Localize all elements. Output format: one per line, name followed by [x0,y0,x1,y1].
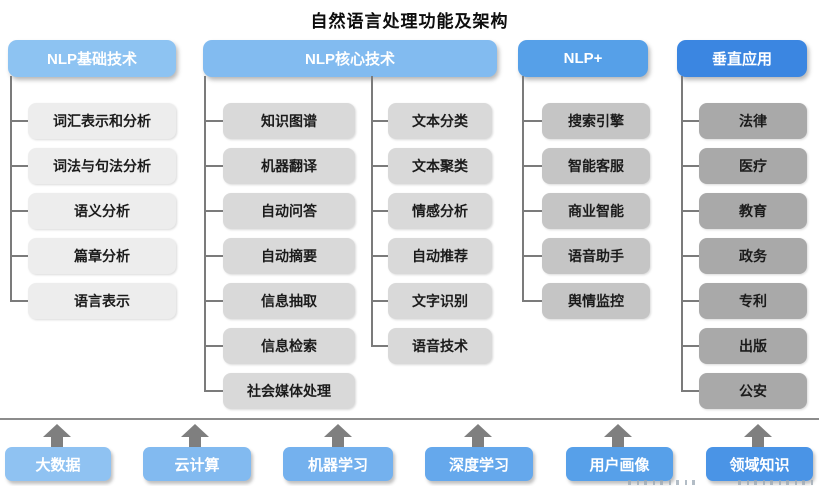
node-social-media-processing: 社会媒体处理 [204,373,355,409]
column-nlp-core-right: 文本分类 文本聚类 情感分析 自动推荐 文字识别 语音技术 [371,103,492,364]
connector-line-col2-left [204,76,206,391]
node-machine-translation: 机器翻译 [204,148,355,184]
node-language-representation: 语言表示 [10,283,176,319]
separator-line [0,418,819,420]
foundation-user-profile: 用户画像 [566,447,673,481]
foundation-cloud-computing: 云计算 [143,447,251,481]
node-text-clustering: 文本聚类 [371,148,492,184]
column-header-vertical-apps: 垂直应用 [677,40,807,77]
watermark-remnant [628,480,700,485]
column-nlp-basic: 词汇表示和分析 词法与句法分析 语义分析 篇章分析 语言表示 [10,103,176,319]
node-information-retrieval: 信息检索 [204,328,355,364]
column-header-nlp-basic: NLP基础技术 [8,40,176,77]
foundation-machine-learning: 机器学习 [283,447,393,481]
node-lexical-syntactic-analysis: 词法与句法分析 [10,148,176,184]
node-search-engine: 搜索引擎 [522,103,650,139]
node-intelligent-customer-service: 智能客服 [522,148,650,184]
connector-line-col1 [10,76,12,301]
up-arrow-icon [42,424,72,447]
up-arrow-icon [463,424,493,447]
node-public-security: 公安 [681,373,807,409]
node-discourse-analysis: 篇章分析 [10,238,176,274]
node-opinion-monitoring: 舆情监控 [522,283,650,319]
node-speech-technology: 语音技术 [371,328,492,364]
column-vertical-apps: 法律 医疗 教育 政务 专利 出版 公安 [681,103,807,409]
node-lexical-representation: 词汇表示和分析 [10,103,176,139]
node-sentiment-analysis: 情感分析 [371,193,492,229]
node-legal: 法律 [681,103,807,139]
column-header-nlp-core: NLP核心技术 [203,40,497,77]
node-semantic-analysis: 语义分析 [10,193,176,229]
foundation-domain-knowledge: 领域知识 [706,447,813,481]
node-business-intelligence: 商业智能 [522,193,650,229]
foundation-deep-learning: 深度学习 [425,447,533,481]
node-auto-summarization: 自动摘要 [204,238,355,274]
up-arrow-icon [180,424,210,447]
up-arrow-icon [323,424,353,447]
node-government: 政务 [681,238,807,274]
node-knowledge-graph: 知识图谱 [204,103,355,139]
node-patent: 专利 [681,283,807,319]
node-text-classification: 文本分类 [371,103,492,139]
diagram-title: 自然语言处理功能及架构 [310,12,509,31]
node-publishing: 出版 [681,328,807,364]
node-medical: 医疗 [681,148,807,184]
node-ocr: 文字识别 [371,283,492,319]
connector-line-col4 [681,76,683,391]
node-question-answering: 自动问答 [204,193,355,229]
column-nlp-core-left: 知识图谱 机器翻译 自动问答 自动摘要 信息抽取 信息检索 社会媒体处理 [204,103,355,409]
node-education: 教育 [681,193,807,229]
watermark-remnant [738,480,816,485]
column-header-nlp-plus: NLP+ [518,40,648,77]
up-arrow-icon [743,424,773,447]
up-arrow-icon [603,424,633,447]
column-nlp-plus: 搜索引擎 智能客服 商业智能 语音助手 舆情监控 [522,103,650,319]
node-auto-recommendation: 自动推荐 [371,238,492,274]
foundation-big-data: 大数据 [5,447,111,481]
node-voice-assistant: 语音助手 [522,238,650,274]
connector-line-col3 [522,76,524,301]
node-information-extraction: 信息抽取 [204,283,355,319]
